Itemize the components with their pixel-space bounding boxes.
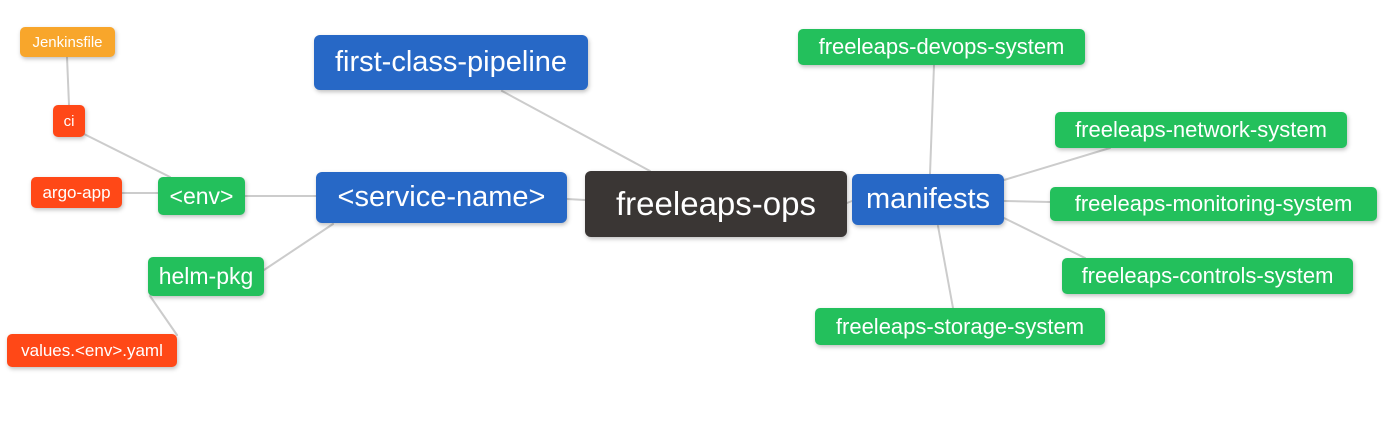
node-freeleaps-ops-root[interactable]: freeleaps-ops xyxy=(585,171,847,237)
node-freeleaps-devops-system[interactable]: freeleaps-devops-system xyxy=(798,29,1085,65)
node-argo-app[interactable]: argo-app xyxy=(31,177,122,208)
node-freeleaps-storage-system[interactable]: freeleaps-storage-system xyxy=(815,308,1105,345)
node-values-env-yaml[interactable]: values.<env>.yaml xyxy=(7,334,177,367)
node-helm-pkg[interactable]: helm-pkg xyxy=(148,257,264,296)
edge-jenkinsfile-ci xyxy=(66,56,70,106)
node-freeleaps-controls-system[interactable]: freeleaps-controls-system xyxy=(1062,258,1353,294)
node-manifests[interactable]: manifests xyxy=(852,174,1004,225)
node-freeleaps-network-system[interactable]: freeleaps-network-system xyxy=(1055,112,1347,148)
edge-manifests-devops xyxy=(929,64,935,175)
node-service-name[interactable]: <service-name> xyxy=(316,172,567,223)
edge-manifests-storage xyxy=(937,225,954,309)
edge-servicename-ops xyxy=(566,198,586,201)
edge-manifests-network xyxy=(1003,147,1111,181)
node-ci[interactable]: ci xyxy=(53,105,85,137)
edge-manifests-controls xyxy=(1003,217,1086,259)
node-first-class-pipeline[interactable]: first-class-pipeline xyxy=(314,35,588,90)
node-freeleaps-monitoring-system[interactable]: freeleaps-monitoring-system xyxy=(1050,187,1377,221)
edge-helmpkg-servicename xyxy=(263,223,334,271)
edge-manifests-monitoring xyxy=(1003,200,1051,203)
edge-ci-env xyxy=(83,133,171,178)
edge-pipeline-ops xyxy=(501,90,651,172)
node-jenkinsfile[interactable]: Jenkinsfile xyxy=(20,27,115,57)
node-env[interactable]: <env> xyxy=(158,177,245,215)
edge-values-helmpkg xyxy=(149,295,178,336)
